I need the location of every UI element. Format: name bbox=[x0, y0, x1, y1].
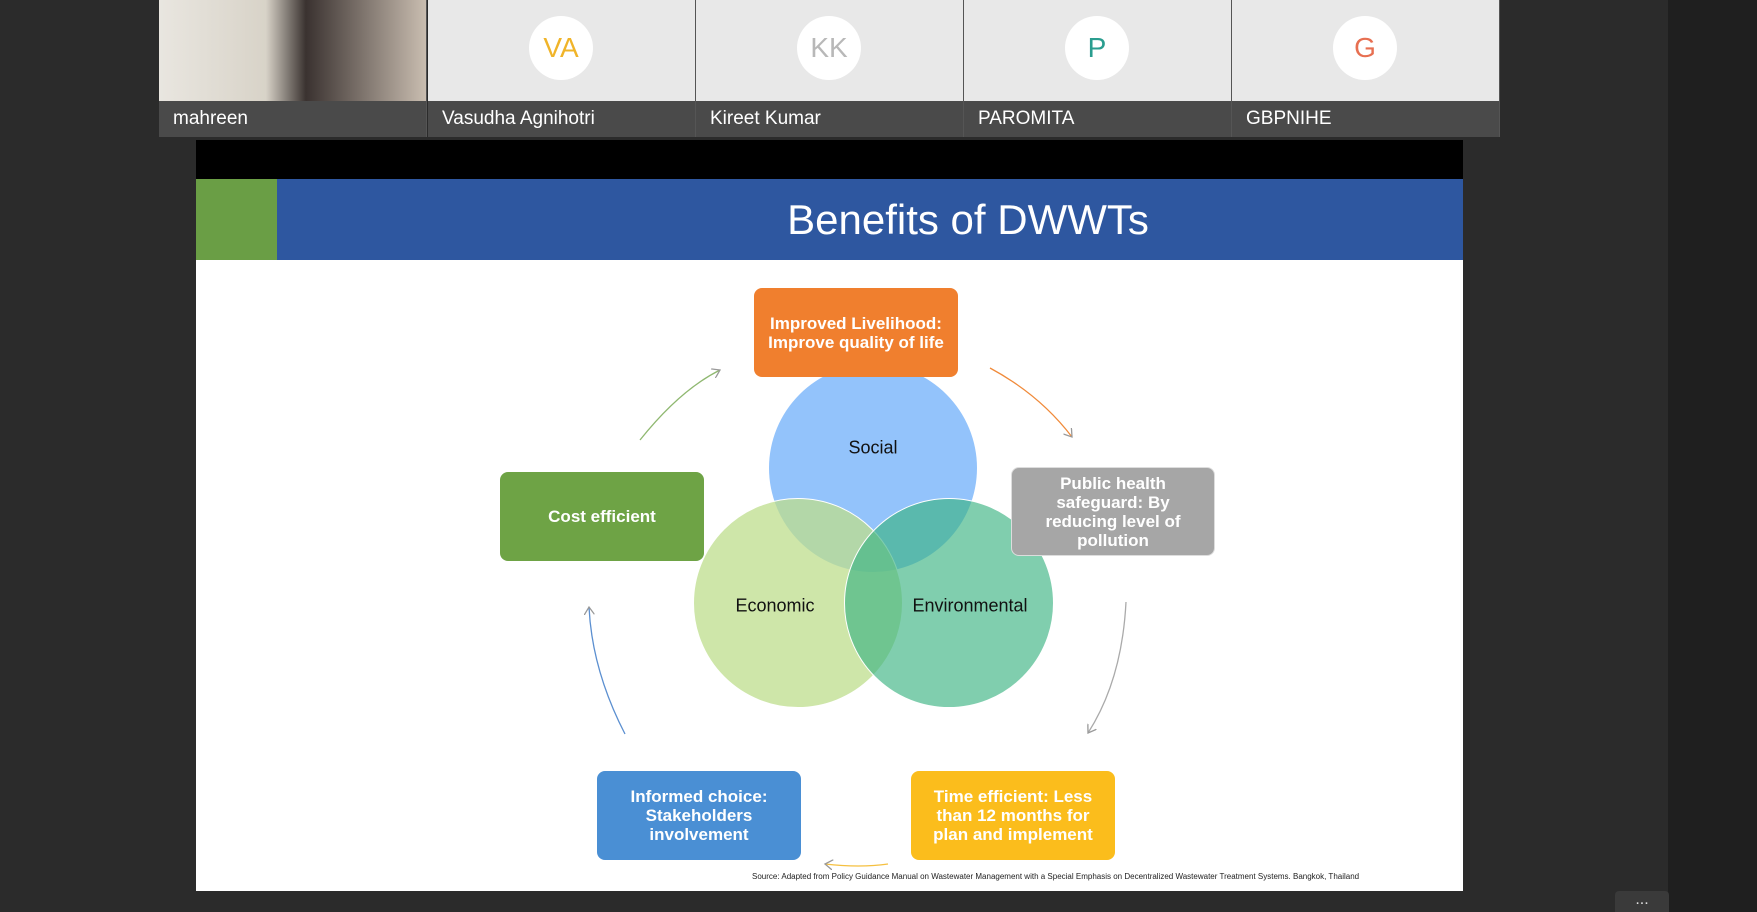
participant-tile[interactable]: G GBPNIHE bbox=[1232, 0, 1500, 137]
arrow bbox=[589, 607, 626, 735]
avatar: G bbox=[1333, 16, 1397, 80]
cost-box: Cost efficient bbox=[500, 472, 704, 561]
participant-name: GBPNIHE bbox=[1232, 101, 1499, 137]
slide-title: Benefits of DWWTs bbox=[787, 196, 1149, 243]
source-note: Source: Adapted from Policy Guidance Man… bbox=[752, 872, 1360, 881]
participant-name: Vasudha Agnihotri bbox=[428, 101, 695, 137]
header-accent bbox=[196, 179, 277, 260]
participant-tile[interactable]: KK Kireet Kumar bbox=[696, 0, 964, 137]
participant-name: mahreen bbox=[159, 101, 426, 137]
arrow bbox=[989, 367, 1072, 437]
arrow bbox=[825, 864, 889, 866]
participant-name: PAROMITA bbox=[964, 101, 1231, 137]
environmental-label: Environmental bbox=[912, 595, 1028, 616]
participant-tile[interactable]: VA Vasudha Agnihotri bbox=[428, 0, 696, 137]
participant-name: Kireet Kumar bbox=[696, 101, 963, 137]
slide-header: Benefits of DWWTs bbox=[196, 179, 1463, 260]
more-button[interactable]: ... bbox=[1615, 891, 1669, 912]
economic-label: Economic bbox=[735, 595, 815, 616]
participant-tile[interactable]: P PAROMITA bbox=[964, 0, 1232, 137]
side-panel bbox=[1668, 0, 1757, 912]
social-label: Social bbox=[848, 437, 898, 458]
informed-box: Informed choice: Stakeholders involvemen… bbox=[597, 771, 801, 860]
arrow bbox=[1088, 601, 1127, 733]
health-box: Public health safeguard: By reducing lev… bbox=[1011, 467, 1215, 556]
avatar: VA bbox=[529, 16, 593, 80]
avatar: P bbox=[1065, 16, 1129, 80]
avatar: KK bbox=[797, 16, 861, 80]
participant-tile-mahreen[interactable]: mahreen bbox=[159, 0, 427, 137]
livelihood-box: Improved Livelihood: Improve quality of … bbox=[754, 288, 958, 377]
arrow bbox=[639, 370, 720, 441]
time-box: Time efficient: Less than 12 months for … bbox=[911, 771, 1115, 860]
